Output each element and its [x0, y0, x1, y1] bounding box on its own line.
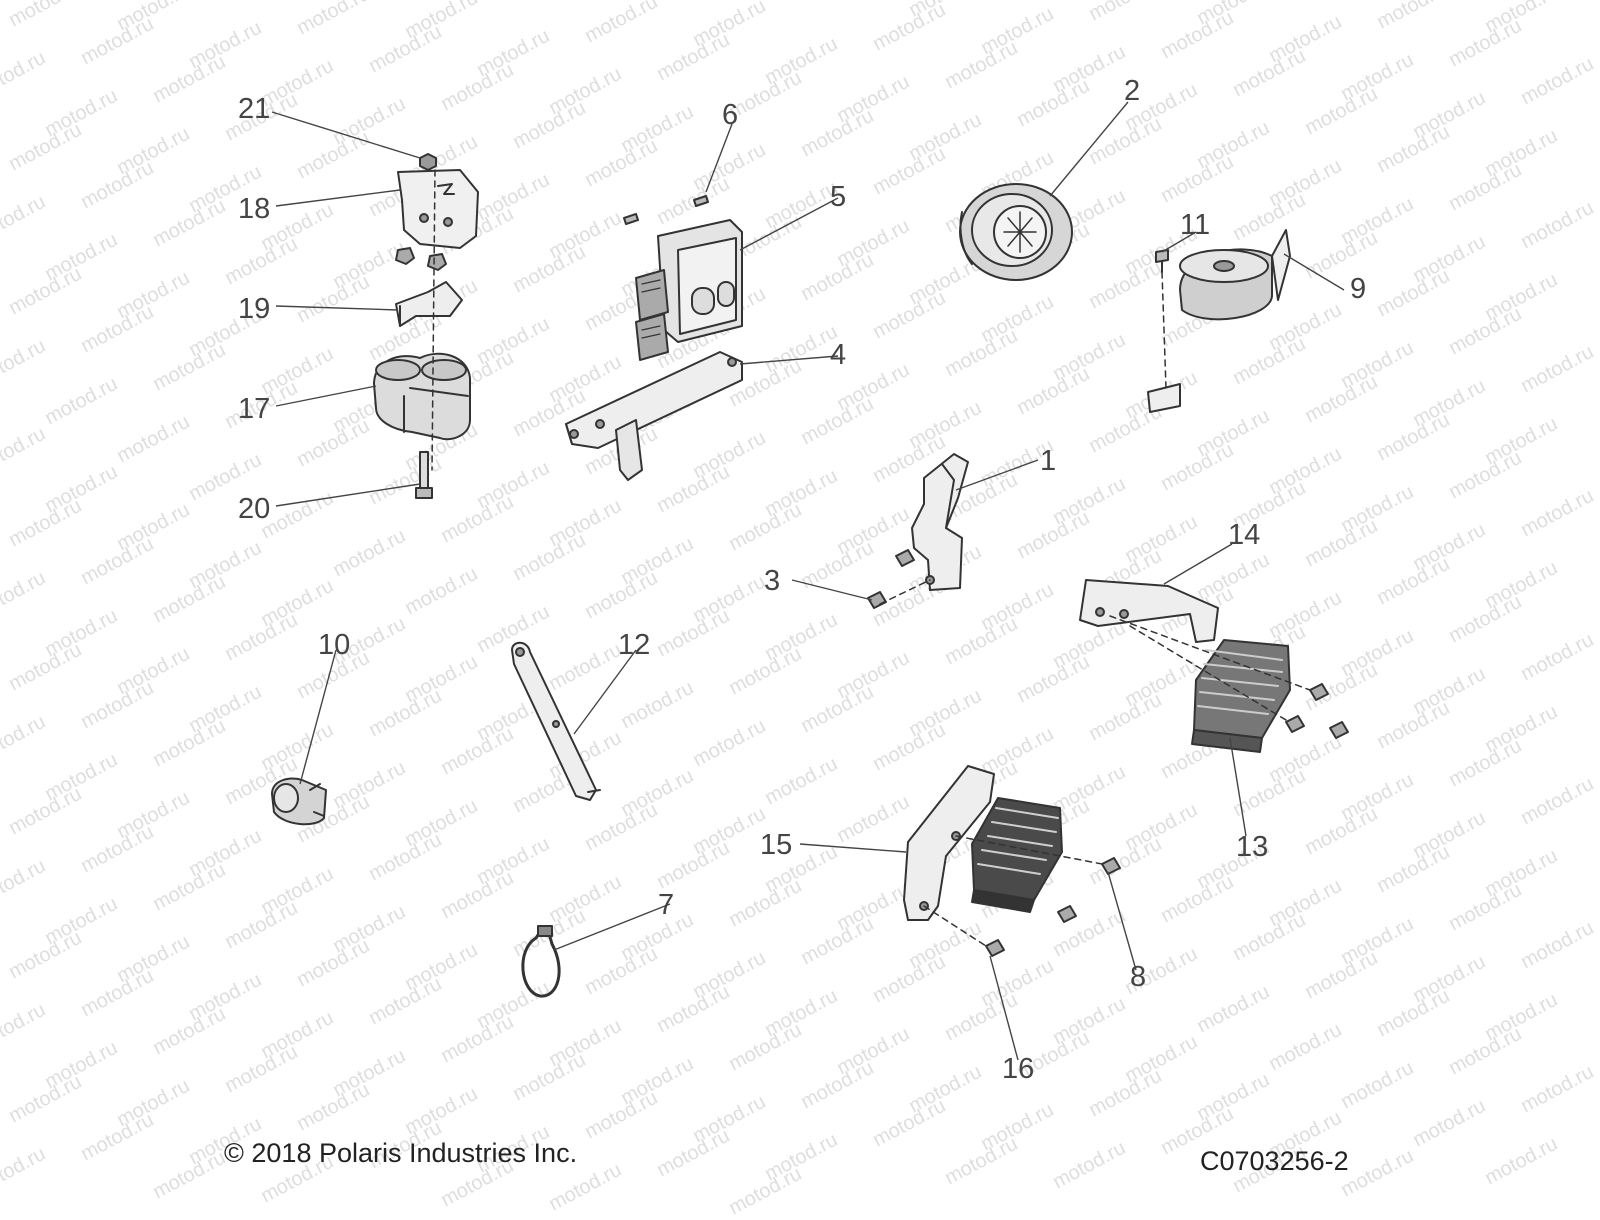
- callout-21: 21: [238, 93, 270, 125]
- callout-15: 15: [760, 829, 792, 861]
- part-7-cable-tie: [521, 925, 561, 998]
- part-13-bolts: [1285, 683, 1349, 739]
- part-15-voltage-regulator: [971, 797, 1063, 913]
- part-8-bolts: [1057, 857, 1121, 923]
- part-5-ecu: [635, 219, 743, 361]
- part-9-horn: [1147, 229, 1291, 413]
- part-11-screw: [1155, 249, 1169, 273]
- callout-1: 1: [1040, 445, 1056, 477]
- callout-16: 16: [1002, 1053, 1034, 1085]
- callout-5: 5: [830, 181, 846, 213]
- callout-18: 18: [238, 193, 270, 225]
- callout-20: 20: [238, 493, 270, 525]
- copyright-notice: © 2018 Polaris Industries Inc.: [224, 1138, 578, 1168]
- callout-4: 4: [830, 339, 846, 371]
- part-14-bracket: [1079, 579, 1219, 643]
- diagram-code: C0703256-2: [1200, 1146, 1349, 1176]
- callout-6: 6: [722, 99, 738, 131]
- callout-11: 11: [1180, 209, 1210, 241]
- callout-8: 8: [1130, 961, 1146, 993]
- part-18-bolts: [395, 247, 447, 271]
- callout-2: 2: [1124, 75, 1140, 107]
- part-10-sensor: [271, 777, 327, 826]
- callout-12: 12: [618, 629, 650, 661]
- part-18-coil-bracket: [397, 169, 479, 249]
- part-21-nut: [419, 153, 437, 171]
- callout-7: 7: [658, 889, 674, 921]
- callout-13: 13: [1236, 831, 1268, 863]
- callout-10: 10: [318, 629, 350, 661]
- part-13-voltage-regulator: [1191, 639, 1291, 753]
- part-19-clip: [395, 281, 463, 327]
- part-12-strap: [511, 641, 601, 801]
- callout-17: 17: [238, 393, 270, 425]
- part-2-horn: [959, 183, 1073, 281]
- part-6-screws: [623, 195, 709, 225]
- part-20-bolt: [415, 451, 433, 499]
- callout-19: 19: [238, 293, 270, 325]
- part-16-bolt: [985, 939, 1005, 957]
- part-3-bolts: [867, 549, 915, 609]
- part-1-bracket: [911, 453, 969, 591]
- part-15-bracket: [903, 765, 995, 921]
- part-4-ecu-bracket: [565, 351, 743, 481]
- callout-14: 14: [1228, 519, 1260, 551]
- callout-3: 3: [764, 565, 780, 597]
- part-17-ignition-coil: [373, 352, 471, 441]
- callout-9: 9: [1350, 273, 1366, 305]
